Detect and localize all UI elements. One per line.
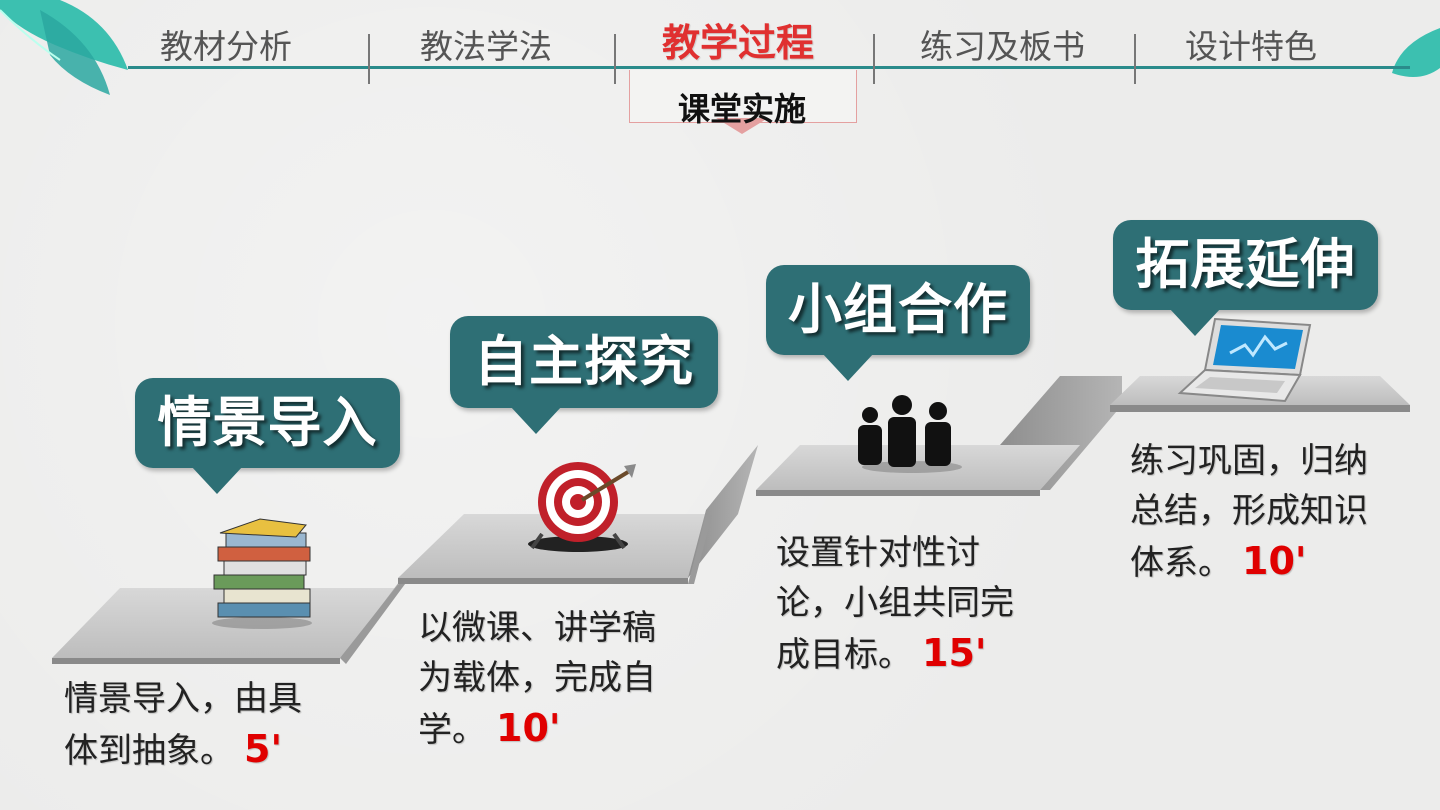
- step-title-4: 拓展延伸: [1135, 233, 1356, 296]
- target-icon: [528, 462, 636, 552]
- desc-line: 为载体，完成自: [418, 658, 656, 698]
- nav-item-lianxi[interactable]: 练习及板书: [920, 27, 1085, 66]
- desc-line: 设置针对性讨: [776, 533, 980, 573]
- nav-underline: [128, 66, 1410, 69]
- sub-label: 课堂实施: [677, 90, 806, 128]
- step-title-2: 自主探究: [474, 330, 694, 393]
- step-desc-1: 情景导入，由具 体到抽象。5': [64, 674, 302, 776]
- nav-item-sheji[interactable]: 设计特色: [1185, 27, 1317, 66]
- nav-item-jiaofa[interactable]: 教法学法: [420, 27, 552, 66]
- desc-line: 体到抽象。: [64, 731, 234, 771]
- desc-line: 总结，形成知识: [1130, 491, 1368, 531]
- desc-line: 论，小组共同完: [776, 583, 1014, 623]
- step-title-bubble-4: 拓展延伸: [1113, 220, 1378, 336]
- time-badge: 5': [244, 727, 283, 771]
- bubble-tail: [191, 466, 243, 494]
- desc-line: 体系。: [1130, 543, 1232, 583]
- step-title-bubble-2: 自主探究: [450, 316, 718, 434]
- bubble-tail: [822, 353, 874, 381]
- sub-label-arrow: [716, 118, 768, 134]
- step-title-3: 小组合作: [788, 278, 1008, 341]
- step-title-1: 情景导入: [157, 391, 378, 454]
- desc-line: 成目标。: [776, 635, 912, 675]
- desc-line: 学。: [418, 710, 486, 750]
- laptop-icon: [1177, 317, 1312, 403]
- time-badge: 10': [496, 706, 561, 750]
- step-desc-2: 以微课、讲学稿 为载体，完成自 学。10': [418, 603, 656, 755]
- nav-separator: [873, 34, 875, 84]
- step-desc-3: 设置针对性讨 论，小组共同完 成目标。15': [776, 528, 1014, 680]
- nav-item-jiaocai[interactable]: 教材分析: [160, 27, 292, 66]
- time-badge: 15': [922, 631, 987, 675]
- step-title-bubble-3: 小组合作: [766, 265, 1030, 381]
- step-desc-4: 练习巩固，归纳 总结，形成知识 体系。10': [1130, 436, 1368, 588]
- time-badge: 10': [1242, 539, 1307, 583]
- books-icon: [212, 518, 312, 629]
- nav-separator: [614, 34, 616, 84]
- step-title-bubble-1: 情景导入: [135, 378, 400, 494]
- nav-separator: [1134, 34, 1136, 84]
- desc-line: 练习巩固，归纳: [1130, 441, 1368, 481]
- nav-item-jiaoxue-active[interactable]: 教学过程: [662, 21, 815, 65]
- desc-line: 情景导入，由具: [64, 679, 302, 719]
- bubble-tail: [510, 406, 562, 434]
- leaf-decoration-right-icon: [1392, 28, 1440, 77]
- desc-line: 以微课、讲学稿: [418, 608, 656, 648]
- leaf-decoration-left-icon: [0, 0, 128, 95]
- bubble-tail: [1169, 308, 1221, 336]
- nav-separator: [368, 34, 370, 84]
- people-icon: [858, 395, 962, 473]
